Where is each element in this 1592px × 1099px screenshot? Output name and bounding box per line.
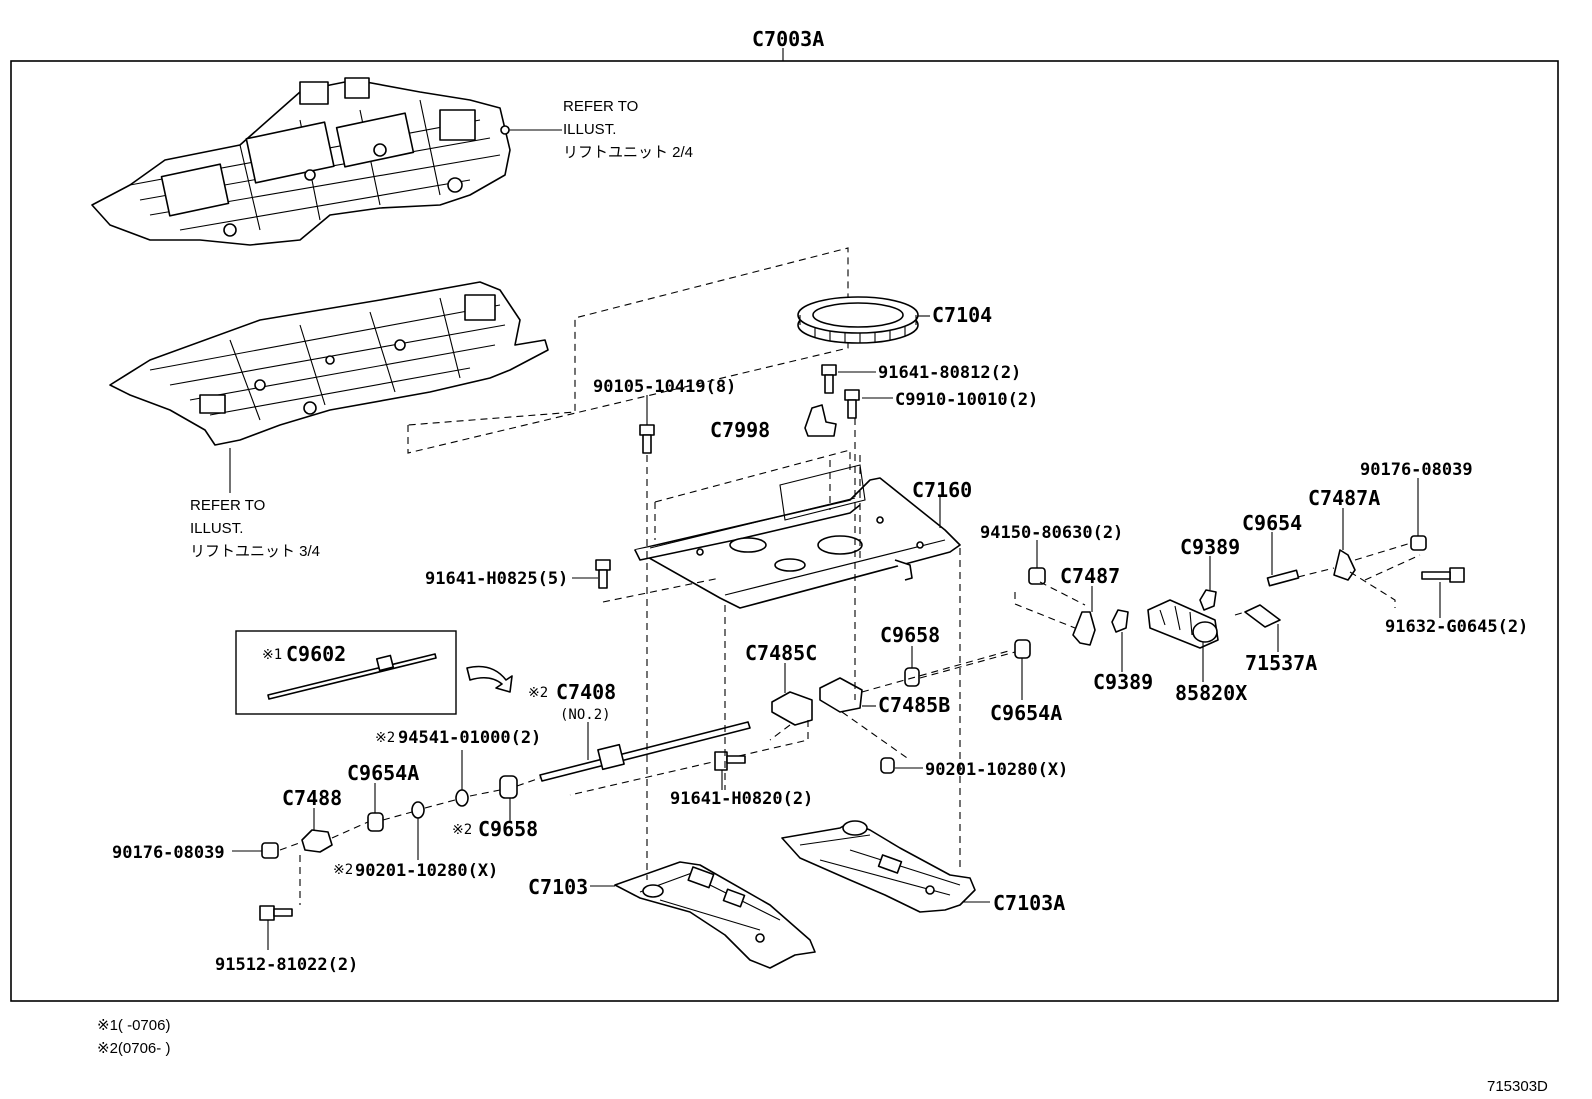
rail-c7103a xyxy=(781,820,976,913)
label-91641-h0820: 91641-H0820(2) xyxy=(670,789,813,809)
washer-90201-10280-left xyxy=(411,801,425,819)
bolt-91641-h0825 xyxy=(595,559,611,589)
label-91632-g0645: 91632-G0645(2) xyxy=(1385,617,1528,637)
pin-c9654 xyxy=(1266,569,1300,587)
bolt-91641-h0820 xyxy=(714,751,746,771)
label-c9602: C9602 xyxy=(286,642,346,666)
ref-upper-line2: ILLUST. xyxy=(563,121,616,138)
bracket-c9389-lower xyxy=(1111,609,1129,633)
assembly-frame xyxy=(10,60,1559,1002)
washer-94541-01000 xyxy=(455,789,469,807)
label-c9658-upper: C9658 xyxy=(880,623,940,647)
label-90176-08039-right: 90176-08039 xyxy=(1360,460,1473,480)
bracket-c7488 xyxy=(301,829,333,853)
label-c9658-lower: C9658 xyxy=(478,817,538,841)
label-c7103: C7103 xyxy=(528,875,588,899)
footnote-2: ※2(0706- ) xyxy=(97,1040,170,1057)
label-c9654a-left: C9654A xyxy=(347,761,419,785)
nut-90176-08039-right xyxy=(1410,535,1427,551)
label-c9602-mark: ※1 xyxy=(262,647,282,663)
label-91512-81022: 91512-81022(2) xyxy=(215,955,358,975)
label-c7485b: C7485B xyxy=(878,693,950,717)
motor-85820x xyxy=(1147,599,1219,649)
lift-unit-upper-frame xyxy=(91,77,511,246)
label-91641-h0825: 91641-H0825(5) xyxy=(425,569,568,589)
label-85820x: 85820X xyxy=(1175,681,1247,705)
label-c9389-upper: C9389 xyxy=(1180,535,1240,559)
label-c9910-10010: C9910-10010(2) xyxy=(895,390,1038,410)
c9602-inset-box xyxy=(235,630,457,715)
bolt-91641-80812 xyxy=(821,364,837,394)
label-94150-80630: 94150-80630(2) xyxy=(980,523,1123,543)
label-94541-01000: 94541-01000(2) xyxy=(398,728,541,748)
figure-id: 715303D xyxy=(1487,1078,1548,1095)
ref-lower-line3: リフトユニット 3/4 xyxy=(190,543,320,560)
c7160-plate xyxy=(634,464,961,609)
shaft-c7408 xyxy=(539,721,751,782)
label-c7998: C7998 xyxy=(710,418,770,442)
plate-71537a xyxy=(1244,604,1281,628)
label-90201-10280-left: 90201-10280(X) xyxy=(355,861,498,881)
bracket-c7998 xyxy=(804,404,837,437)
ref-lower-line2: ILLUST. xyxy=(190,520,243,537)
bushing-c9654a-left xyxy=(367,812,384,832)
label-c7485c: C7485C xyxy=(745,641,817,665)
bolt-91632-g0645 xyxy=(1421,567,1465,583)
footnote-1: ※1( -0706) xyxy=(97,1017,170,1034)
bracket-c7487a xyxy=(1333,549,1356,581)
bolt-90105-10419 xyxy=(639,424,655,454)
label-c9389-lower: C9389 xyxy=(1093,670,1153,694)
c7104-gear xyxy=(797,296,919,344)
washer-90201-10280-right xyxy=(880,757,895,774)
label-91641-80812: 91641-80812(2) xyxy=(878,363,1021,383)
label-c7487a: C7487A xyxy=(1308,486,1380,510)
bracket-c9389-upper xyxy=(1199,589,1217,611)
label-90201-10280-right: 90201-10280(X) xyxy=(925,760,1068,780)
lift-unit-lower-frame xyxy=(109,281,549,446)
bolt-91512-81022 xyxy=(259,905,293,921)
bolt-c9910-10010 xyxy=(844,389,860,419)
label-71537a: 71537A xyxy=(1245,651,1317,675)
label-c7104: C7104 xyxy=(932,303,992,327)
bushing-c9658-upper xyxy=(904,667,920,687)
label-94541-mark: ※2 xyxy=(375,730,395,746)
shaft-c9602 xyxy=(267,653,437,700)
bushing-c9658-lower xyxy=(499,775,518,799)
label-c7103a: C7103A xyxy=(993,891,1065,915)
arrow-icon xyxy=(466,665,513,693)
nut-90176-08039-left xyxy=(261,842,279,859)
label-90105-10419: 90105-10419(8) xyxy=(593,377,736,397)
label-c7160: C7160 xyxy=(912,478,972,502)
assembly-label: C7003A xyxy=(752,27,824,51)
label-c7488: C7488 xyxy=(282,786,342,810)
bushing-c9654a-right xyxy=(1014,639,1031,659)
label-c9654a-right: C9654A xyxy=(990,701,1062,725)
ref-upper-line1: REFER TO xyxy=(563,98,638,115)
label-c7408-sub: (NO.2) xyxy=(560,707,611,723)
label-90176-08039-left: 90176-08039 xyxy=(112,843,225,863)
bracket-c7487 xyxy=(1072,611,1096,646)
bracket-c7485b xyxy=(819,677,863,713)
ref-upper-line3: リフトユニット 2/4 xyxy=(563,144,693,161)
bracket-c7485c xyxy=(771,691,813,726)
nut-94150-80630 xyxy=(1028,567,1046,585)
label-c9658-lower-mark: ※2 xyxy=(452,822,472,838)
label-c7408-mark: ※2 xyxy=(528,685,548,701)
label-90201-10280-left-mark: ※2 xyxy=(333,862,353,878)
label-c7487: C7487 xyxy=(1060,564,1120,588)
label-c7408: C7408 xyxy=(556,680,616,704)
rail-c7103 xyxy=(614,861,816,969)
ref-lower-line1: REFER TO xyxy=(190,497,265,514)
label-c9654: C9654 xyxy=(1242,511,1302,535)
